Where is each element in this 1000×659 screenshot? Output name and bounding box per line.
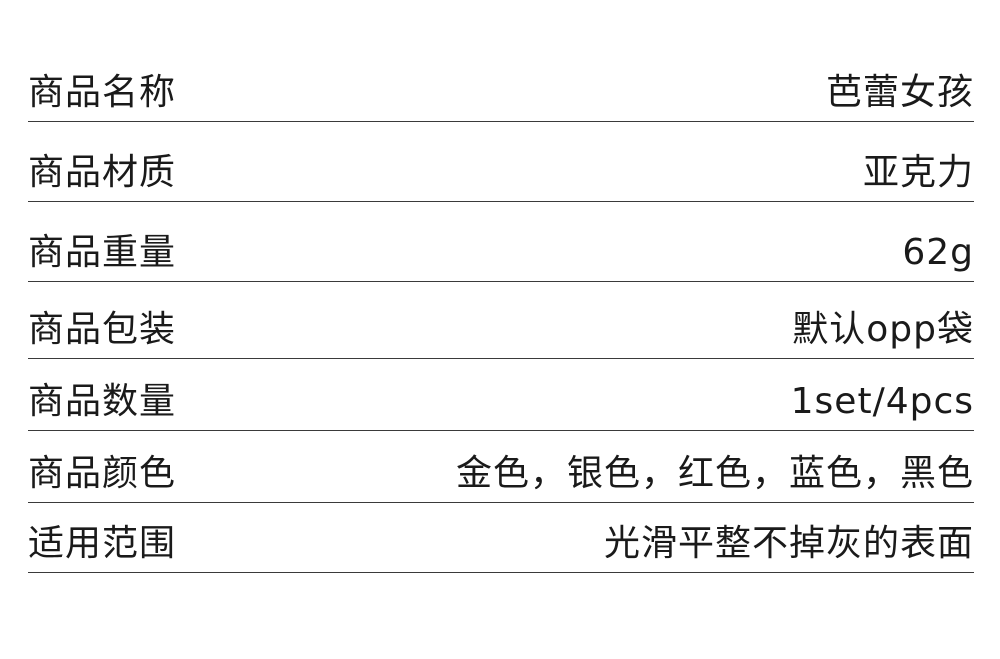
spec-row-scope: 适用范围 光滑平整不掉灰的表面 — [28, 503, 974, 573]
spec-value: 亚克力 — [862, 152, 974, 193]
spec-row-name: 商品名称 芭蕾女孩 — [28, 58, 974, 122]
spec-value: 金色，银色，红色，蓝色，黑色 — [455, 453, 974, 494]
spec-row-packaging: 商品包装 默认opp袋 — [28, 282, 974, 359]
spec-row-quantity: 商品数量 1set/4pcs — [28, 359, 974, 431]
spec-label: 商品材质 — [28, 152, 177, 193]
spec-value: 光滑平整不掉灰的表面 — [603, 523, 974, 564]
spec-row-weight: 商品重量 62g — [28, 202, 974, 282]
product-spec-table: 商品名称 芭蕾女孩 商品材质 亚克力 商品重量 62g 商品包装 默认opp袋 … — [28, 58, 974, 573]
spec-value: 1set/4pcs — [790, 381, 974, 422]
spec-label: 商品重量 — [28, 232, 177, 273]
spec-value: 芭蕾女孩 — [825, 72, 974, 113]
spec-row-color: 商品颜色 金色，银色，红色，蓝色，黑色 — [28, 431, 974, 503]
spec-label: 商品包装 — [28, 309, 177, 350]
spec-label: 商品数量 — [28, 381, 177, 422]
spec-row-material: 商品材质 亚克力 — [28, 122, 974, 202]
spec-label: 商品颜色 — [28, 453, 177, 494]
spec-value: 默认opp袋 — [792, 309, 974, 350]
spec-value: 62g — [902, 232, 974, 273]
spec-label: 适用范围 — [28, 523, 177, 564]
spec-label: 商品名称 — [28, 72, 177, 113]
